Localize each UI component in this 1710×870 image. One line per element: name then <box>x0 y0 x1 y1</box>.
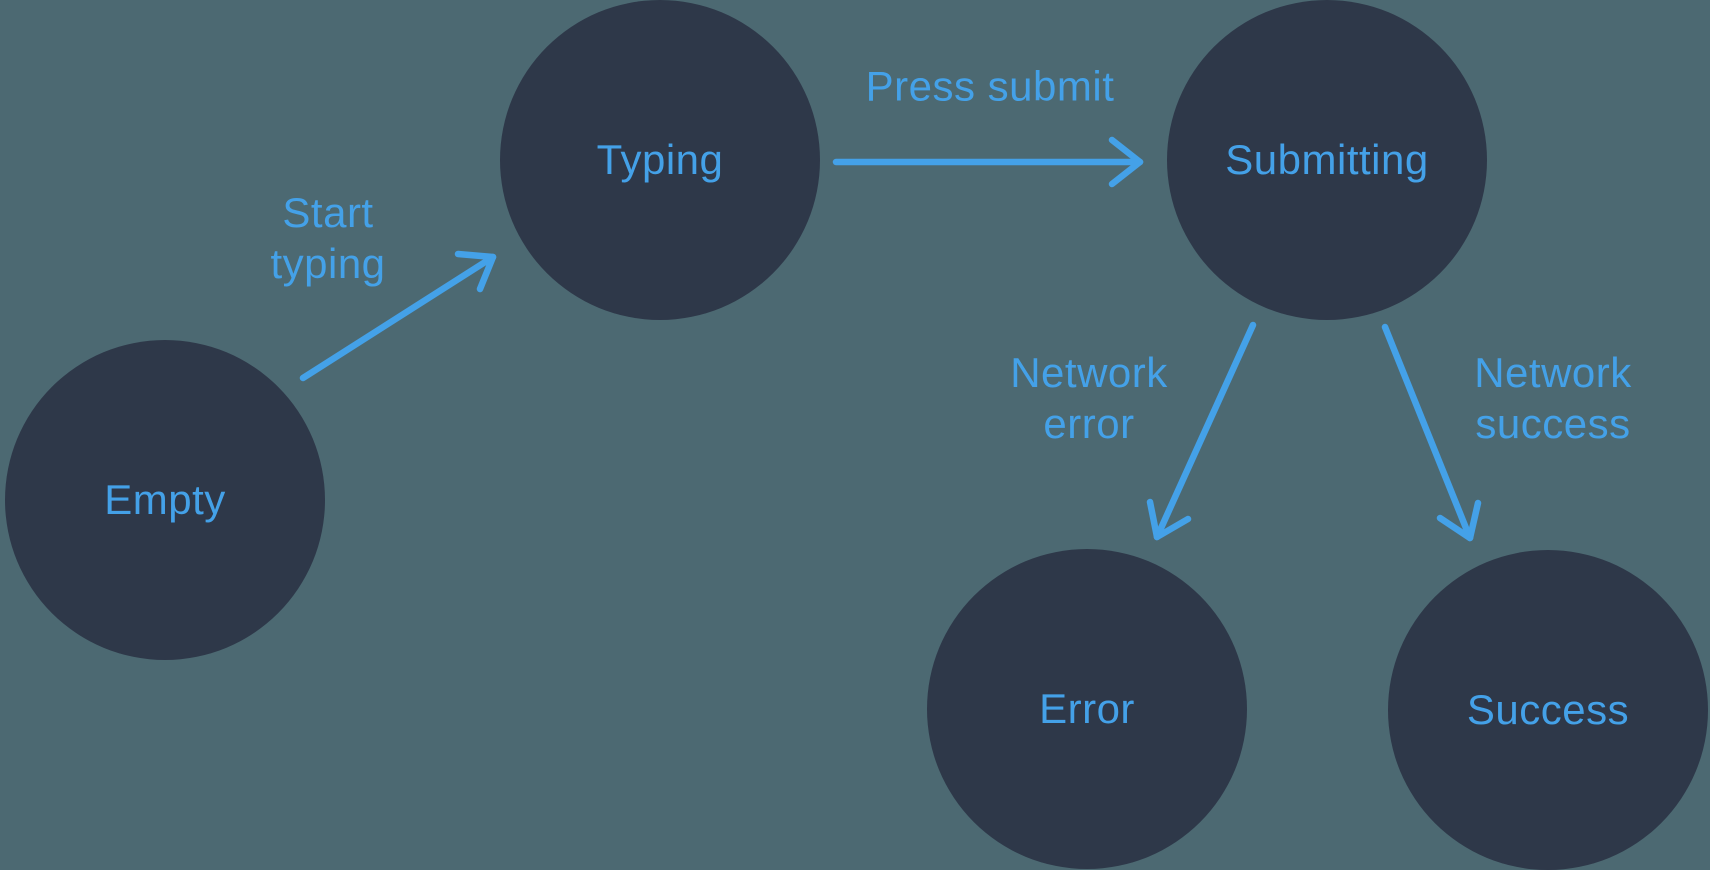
edge-label-line: Network <box>1010 348 1168 396</box>
edge-label-line: typing <box>270 240 386 287</box>
edge-label-line: error <box>1043 400 1135 447</box>
edge-label-press-submit: Press submit <box>866 60 1115 111</box>
edge-label-line: Network <box>1474 348 1632 396</box>
edge-label-network-error: Network error <box>1010 347 1168 449</box>
edge-network-success-arrow <box>1381 323 1482 542</box>
arrow-head-icon <box>1108 136 1144 188</box>
edge-label-line: Start <box>282 188 374 236</box>
edge-label-line: success <box>1475 400 1631 447</box>
node-label-empty: Empty <box>104 476 226 523</box>
arrow-shaft <box>1381 323 1474 542</box>
node-label-typing: Typing <box>596 136 724 183</box>
edge-label-start-typing: Start typing <box>270 187 385 289</box>
state-node-error: Error <box>927 549 1247 869</box>
node-label-error: Error <box>1039 685 1135 732</box>
node-label-submitting: Submitting <box>1225 136 1429 183</box>
state-node-typing: Typing <box>500 0 820 320</box>
arrow-head-icon <box>1146 498 1192 541</box>
arrow-head-icon <box>454 250 497 293</box>
arrow-shaft <box>1153 321 1257 541</box>
state-node-empty: Empty <box>5 340 325 660</box>
edge-label-line: Press submit <box>865 62 1115 110</box>
state-node-submitting: Submitting <box>1167 0 1487 320</box>
state-node-success: Success <box>1388 550 1708 870</box>
edge-press-submit-arrow <box>832 136 1144 188</box>
edge-label-network-success: Network success <box>1474 347 1632 449</box>
node-label-success: Success <box>1466 686 1630 733</box>
arrow-head-icon <box>1436 499 1482 542</box>
